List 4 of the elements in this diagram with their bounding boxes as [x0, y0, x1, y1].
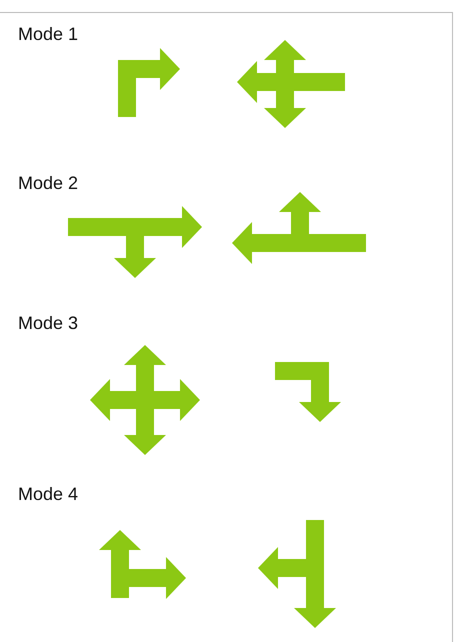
- mode-label: Mode 2: [18, 173, 78, 194]
- mode-label: Mode 3: [18, 313, 78, 334]
- mode-label: Mode 1: [18, 24, 78, 45]
- mode-label: Mode 4: [18, 484, 78, 505]
